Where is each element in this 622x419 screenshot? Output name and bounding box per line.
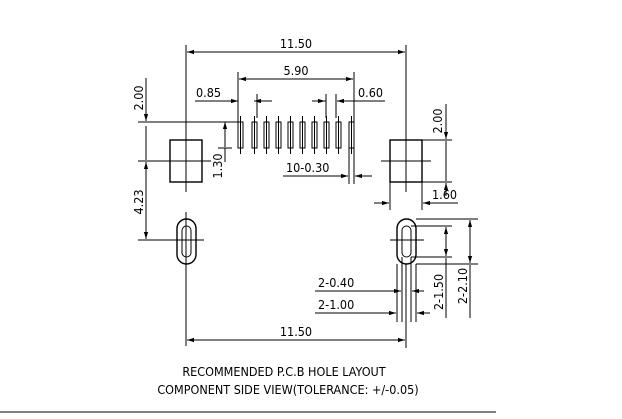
- caption-subtitle: COMPONENT SIDE VIEW(TOLERANCE: +/-0.05): [157, 382, 418, 397]
- dim-pad-height-right-label: 2.00: [430, 108, 445, 133]
- dim-pin-width-label: 10-0.30: [286, 160, 329, 175]
- pad-right: [381, 132, 431, 192]
- dim-pin-span-label: 5.90: [283, 63, 308, 78]
- dim-pitch-left: 0.85: [195, 85, 272, 118]
- caption-title: RECOMMENDED P.C.B HOLE LAYOUT: [182, 364, 385, 379]
- dim-pad-height-right: 2.00: [422, 104, 452, 196]
- dim-overall-bottom-label: 11.50: [280, 324, 312, 339]
- dim-pitch-right: 0.60: [312, 85, 385, 118]
- pin-row: [237, 116, 355, 154]
- dim-slot-lengths: 2-1.50 2-2.10: [411, 218, 478, 318]
- dim-pitch-right-label: 0.60: [358, 85, 383, 100]
- slot-left: [170, 212, 204, 346]
- dim-slot-outer-label: 2-1.00: [318, 297, 354, 312]
- dim-overall-top: 11.50: [185, 36, 407, 140]
- dim-overall-top-label: 11.50: [280, 36, 312, 51]
- dim-slot-outer-len-label: 2-2.10: [455, 268, 470, 304]
- dim-pad-to-slot: 4.23: [131, 162, 176, 241]
- dim-slot-inner-len-label: 2-1.50: [431, 274, 446, 310]
- dim-pin-length: 1.30: [210, 122, 232, 179]
- dim-pin-width: 10-0.30: [283, 148, 372, 184]
- pad-left: [161, 132, 211, 192]
- dim-slot-widths: 2-0.40 2-1.00: [315, 257, 430, 322]
- dim-pin-length-label: 1.30: [210, 153, 225, 178]
- dim-pad-to-slot-label: 4.23: [131, 189, 146, 214]
- dim-pad-height-left-label: 2.00: [131, 85, 146, 110]
- dim-slot-width-label: 2-0.40: [318, 275, 354, 290]
- dim-pin-span: 5.90: [237, 63, 355, 122]
- dim-pitch-left-label: 0.85: [196, 85, 221, 100]
- dim-pad-width-right: 1.60: [374, 182, 458, 210]
- dim-pad-width-right-label: 1.60: [432, 187, 457, 202]
- dim-pad-height-left: 2.00: [131, 78, 238, 166]
- dim-overall-bottom: 11.50: [187, 264, 407, 348]
